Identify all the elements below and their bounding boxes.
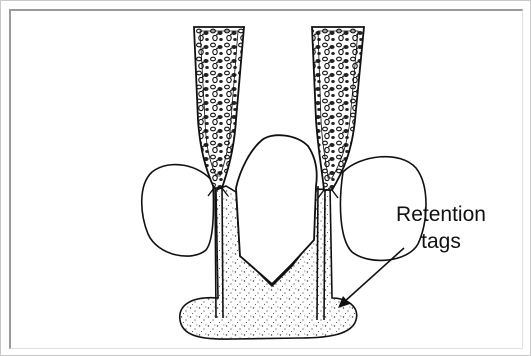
- retention-tag-left-inner: [222, 186, 223, 318]
- callout-label-tags: tags: [381, 230, 501, 254]
- left-tooth-outline: [142, 165, 214, 257]
- retention-tag-left-outer: [215, 186, 216, 318]
- retention-tag-right-outer: [317, 186, 318, 320]
- retention-tag-right-inner: [324, 186, 325, 320]
- callout-label-retention: Retention: [381, 203, 501, 227]
